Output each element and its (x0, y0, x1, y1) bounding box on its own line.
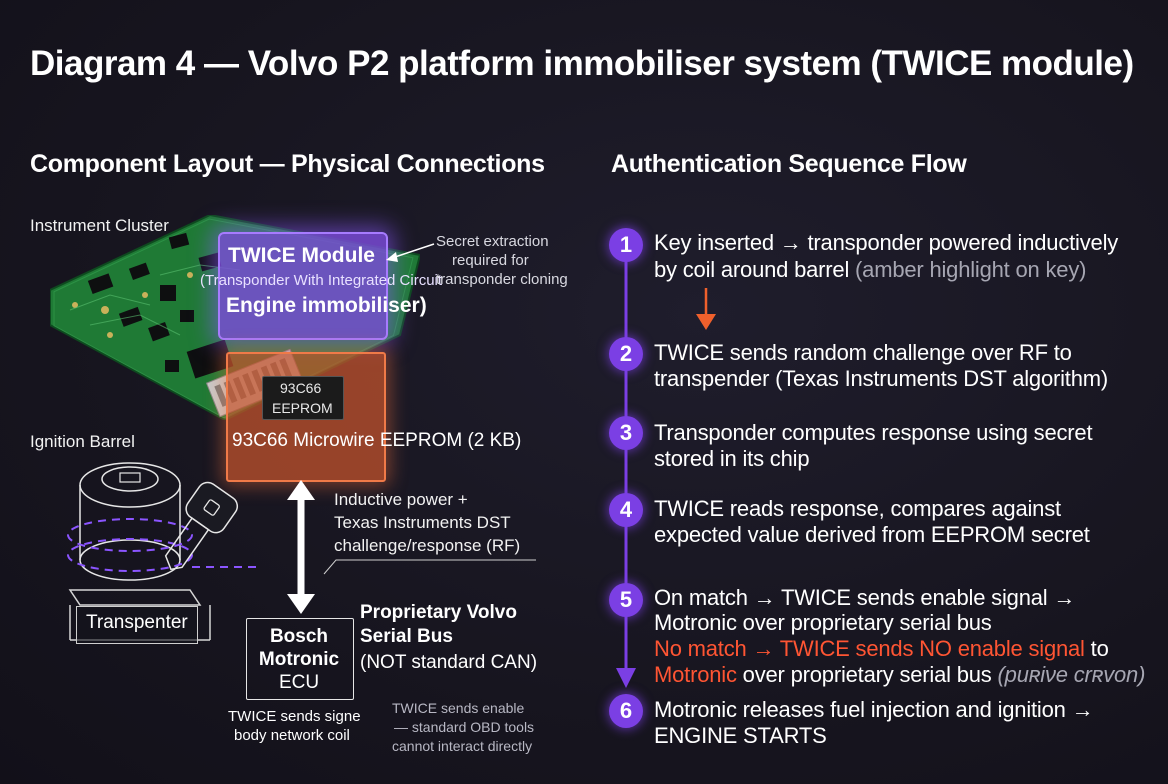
ignition-barrel-illustration (67, 462, 260, 641)
step-4-line1: TWICE reads response, compares against (654, 496, 1061, 521)
serial-bus-line2: Serial Bus (360, 626, 453, 647)
inductive-note-leader (323, 559, 536, 575)
step-6-line2: ENGINE STARTS (654, 723, 827, 748)
twice-module-subtitle: (Transponder With Integrated Circuit (200, 272, 443, 289)
obd-note-line3: cannot interact directly (392, 738, 533, 754)
transponder-label: Transpenter (86, 612, 188, 633)
step-3-badge: 3 (609, 416, 643, 450)
twice-signal-note-line1: TWICE sends signe (228, 708, 361, 725)
ecu-box (246, 618, 354, 700)
obd-note-line1: TWICE sends enable (392, 700, 525, 716)
step-6-line1: Motronic releases fuel injection and ign… (654, 697, 1094, 722)
step-5-line4-rest: over proprietary serial bus (736, 662, 998, 687)
step-2-badge: 2 (609, 337, 643, 371)
ecu-line3: ECU (278, 672, 320, 693)
step-1-line2: by coil around barrel (amber highlight o… (654, 257, 1086, 283)
twice-module-title-line2: Engine immobiliser) (226, 294, 427, 317)
step-1-line1: Key inserted → transponder powered induc… (654, 230, 1119, 255)
sequence-flow-title: Authentication Sequence Flow (611, 150, 967, 178)
secret-note-line3: transponder cloning (436, 271, 568, 288)
eeprom-chip-line1: 93C66 (280, 380, 322, 396)
serial-bus-line1: Proprietary Volvo (360, 602, 517, 623)
diagram-title: Diagram 4 — Volvo P2 platform immobilise… (30, 44, 1134, 83)
twice-module-box (218, 232, 388, 340)
step-3-line2: stored in its chip (654, 446, 810, 471)
ecu-line2: Motronic (258, 649, 340, 670)
step-1-badge: 1 (609, 228, 643, 262)
step-5-line4-note: (puʀiνe crʀvon) (997, 662, 1146, 687)
secret-note-line2: required for (452, 252, 529, 269)
inductive-note-line2: Texas Instruments DST (334, 513, 511, 532)
ignition-barrel-label: Ignition Barrel (30, 432, 135, 451)
step-5-line3: No match → TWICE sends NO enable signal … (654, 636, 1109, 662)
step-5-line1: On match → TWICE sends enable signal → (654, 585, 1076, 610)
instrument-cluster-label: Instrument Cluster (30, 216, 169, 235)
eeprom-chip (262, 376, 344, 420)
step-2-line2: transpender (Texas Instruments DST algor… (654, 366, 1108, 391)
step-5-line3-rest: to (1084, 636, 1109, 661)
twice-module-title: TWICE Module (228, 244, 375, 267)
secret-note-line1: Secret extraction (436, 233, 549, 250)
transponder-box (76, 606, 198, 644)
step-4-badge: 4 (609, 493, 643, 527)
component-layout-title: Component Layout — Physical Connections (30, 150, 545, 178)
step-5-line2: Motronic over proprietary serial bus (654, 610, 992, 635)
step-1-line2-note: (amber highlight on key) (855, 257, 1087, 282)
secret-note-arrow (386, 243, 435, 262)
step-5-badge: 5 (609, 583, 643, 617)
step-4-line2: expected value derived from EEPROM secre… (654, 522, 1090, 547)
step-1-line2-main: by coil around barrel (654, 257, 856, 282)
step-2-line1: TWICE sends random challenge over RF to (654, 340, 1072, 365)
step-5-line4-alert: Motronic (654, 662, 737, 687)
eeprom-label: 93C66 Microwire EEPROM (2 KB) (232, 430, 522, 451)
inductive-note-line1: Inductive power + (334, 490, 468, 509)
step-5-line4: Motronic over proprietary serial bus (pu… (654, 662, 1145, 688)
serial-bus-note: (NOT standard CAN) (360, 652, 538, 673)
inductive-note-line3: challenge/response (RF) (334, 536, 521, 555)
step-6-badge: 6 (609, 694, 643, 728)
step-3-line1: Transponder computes response using secr… (654, 420, 1093, 445)
obd-note-line2: — standard OBD tools (394, 719, 535, 735)
step-5-line3-alert: No match → TWICE sends NO enable signal (654, 636, 1085, 661)
rf-double-arrow (287, 480, 315, 614)
eeprom-chip-line2: EEPROM (272, 400, 333, 416)
twice-signal-note-line2: body network coil (234, 727, 350, 744)
ecu-line1: Bosch (269, 626, 329, 647)
